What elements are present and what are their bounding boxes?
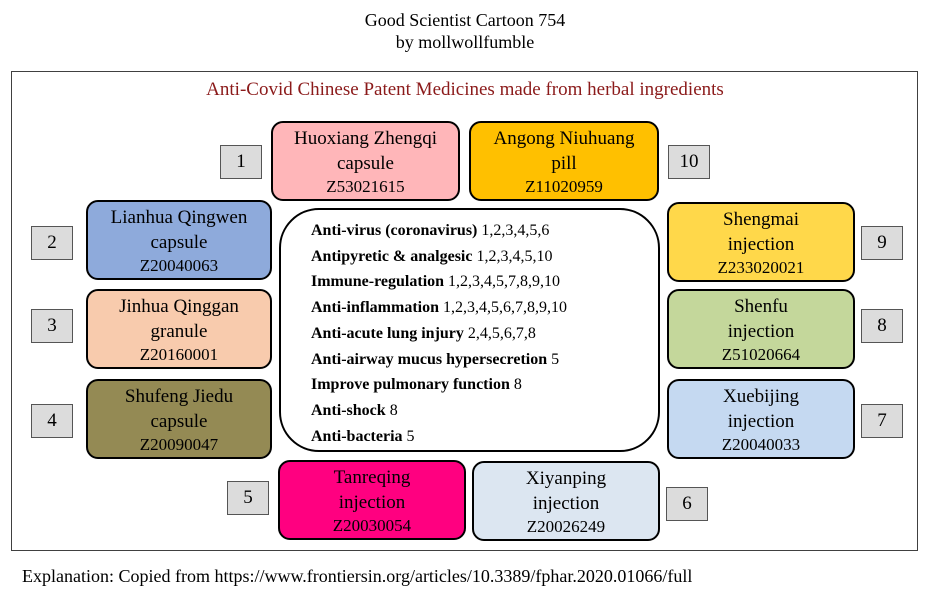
effect-row: Immune-regulation 1,2,3,4,5,7,8,9,10 — [311, 269, 658, 295]
medicine-code: Z20160001 — [139, 344, 219, 364]
effect-row: Anti-acute lung injury 2,4,5,6,7,8 — [311, 321, 658, 347]
effect-label: Improve pulmonary function — [311, 376, 510, 394]
cartoon-author: by mollwollfumble — [395, 32, 535, 52]
effect-numbers: 1,2,3,4,5,6 — [481, 222, 550, 239]
effect-row: Anti-bacteria 5 — [311, 424, 658, 450]
medicine-box-2: Lianhua Qingwen capsule Z20040063 — [86, 200, 272, 280]
medicine-form: granule — [150, 320, 208, 342]
medicine-number-1: 1 — [220, 145, 262, 179]
medicine-name: Angong Niuhuang — [493, 127, 635, 149]
medicine-box-6: Xiyanping injection Z20026249 — [472, 461, 660, 541]
medicine-number-9: 9 — [861, 226, 903, 260]
effect-label: Antipyretic & analgesic — [311, 247, 473, 265]
medicine-number-3: 3 — [31, 309, 73, 343]
medicine-code: Z11020959 — [525, 176, 603, 196]
effect-label: Anti-bacteria — [311, 427, 403, 445]
medicine-number-10: 10 — [668, 145, 710, 179]
medicine-code: Z20040033 — [721, 434, 801, 454]
medicine-box-7: Xuebijing injection Z20040033 — [667, 379, 855, 459]
medicine-name: Tanreqing — [333, 466, 411, 488]
medicine-code: Z20040063 — [139, 255, 219, 275]
effect-row: Anti-virus (coronavirus) 1,2,3,4,5,6 — [311, 218, 658, 244]
medicine-name: Huoxiang Zhengqi — [293, 127, 437, 149]
medicine-code: Z20030054 — [332, 515, 412, 535]
medicine-box-9: Shengmai injection Z233020021 — [667, 202, 855, 282]
medicine-box-5: Tanreqing injection Z20030054 — [278, 460, 466, 540]
explanation-text: Explanation: Copied from https://www.fro… — [22, 566, 693, 586]
medicine-number-2: 2 — [31, 226, 73, 260]
medicine-name: Jinhua Qinggan — [119, 295, 239, 317]
effect-numbers: 1,2,3,4,5,10 — [476, 247, 553, 265]
medicine-form: injection — [727, 233, 795, 255]
medicine-box-4: Shufeng Jiedu capsule Z20090047 — [86, 379, 272, 459]
medicine-form: capsule — [337, 152, 394, 174]
medicine-form: injection — [532, 492, 600, 514]
effect-label: Anti-inflammation — [311, 299, 439, 317]
medicine-form: injection — [727, 320, 795, 342]
effect-row: Anti-inflammation 1,2,3,4,5,6,7,8,9,10 — [311, 295, 658, 321]
diagram-frame — [11, 71, 918, 551]
medicine-code: Z20090047 — [139, 434, 219, 454]
effect-numbers: 5 — [406, 427, 415, 445]
medicine-name: Shufeng Jiedu — [124, 385, 234, 407]
medicine-form: injection — [338, 491, 406, 513]
effect-numbers: 1,2,3,4,5,6,7,8,9,10 — [443, 299, 567, 317]
diagram-heading: Anti-Covid Chinese Patent Medicines made… — [206, 79, 724, 100]
effect-label: Immune-regulation — [311, 273, 445, 291]
medicine-code: Z233020021 — [717, 257, 805, 277]
effect-label: Anti-shock — [311, 401, 386, 419]
effect-numbers: 1,2,3,4,5,7,8,9,10 — [448, 273, 561, 291]
medicine-box-3: Jinhua Qinggan granule Z20160001 — [86, 289, 272, 369]
effect-label: Anti-acute lung injury — [311, 324, 464, 342]
effects-panel: Anti-virus (coronavirus) 1,2,3,4,5,6 Ant… — [279, 208, 660, 452]
medicine-code: Z51020664 — [721, 344, 801, 364]
medicine-number-5: 5 — [227, 481, 269, 515]
medicine-box-1: Huoxiang Zhengqi capsule Z53021615 — [271, 121, 460, 201]
cartoon-title: Good Scientist Cartoon 754 — [364, 10, 566, 30]
medicine-code: Z53021615 — [326, 176, 405, 196]
medicine-form: capsule — [150, 231, 208, 253]
medicine-box-8: Shenfu injection Z51020664 — [667, 289, 855, 369]
effect-row: Antipyretic & analgesic 1,2,3,4,5,10 — [311, 244, 658, 270]
medicine-box-10: Angong Niuhuang pill Z11020959 — [469, 121, 659, 201]
effect-numbers: 8 — [513, 376, 522, 394]
effect-label: Anti-virus (coronavirus) — [311, 222, 478, 239]
medicine-form: injection — [727, 410, 795, 432]
medicine-name: Shenfu — [734, 295, 788, 317]
effect-row: Improve pulmonary function 8 — [311, 372, 658, 398]
effect-numbers: 2,4,5,6,7,8 — [467, 324, 536, 342]
medicine-name: Lianhua Qingwen — [110, 206, 248, 228]
medicine-form: pill — [551, 152, 577, 174]
medicine-form: capsule — [150, 410, 208, 432]
effect-numbers: 8 — [389, 401, 398, 419]
effect-row: Anti-shock 8 — [311, 398, 658, 424]
medicine-number-7: 7 — [861, 404, 903, 438]
medicine-number-8: 8 — [861, 309, 903, 343]
effect-row: Anti-airway mucus hypersecretion 5 — [311, 347, 658, 373]
effect-label: Anti-airway mucus hypersecretion — [311, 350, 548, 368]
effect-numbers: 5 — [551, 350, 560, 368]
medicine-name: Shengmai — [723, 208, 799, 230]
medicine-name: Xiyanping — [525, 467, 607, 489]
medicine-code: Z20026249 — [526, 516, 606, 536]
medicine-name: Xuebijing — [723, 385, 799, 407]
medicine-number-4: 4 — [31, 404, 73, 438]
medicine-number-6: 6 — [666, 487, 708, 521]
